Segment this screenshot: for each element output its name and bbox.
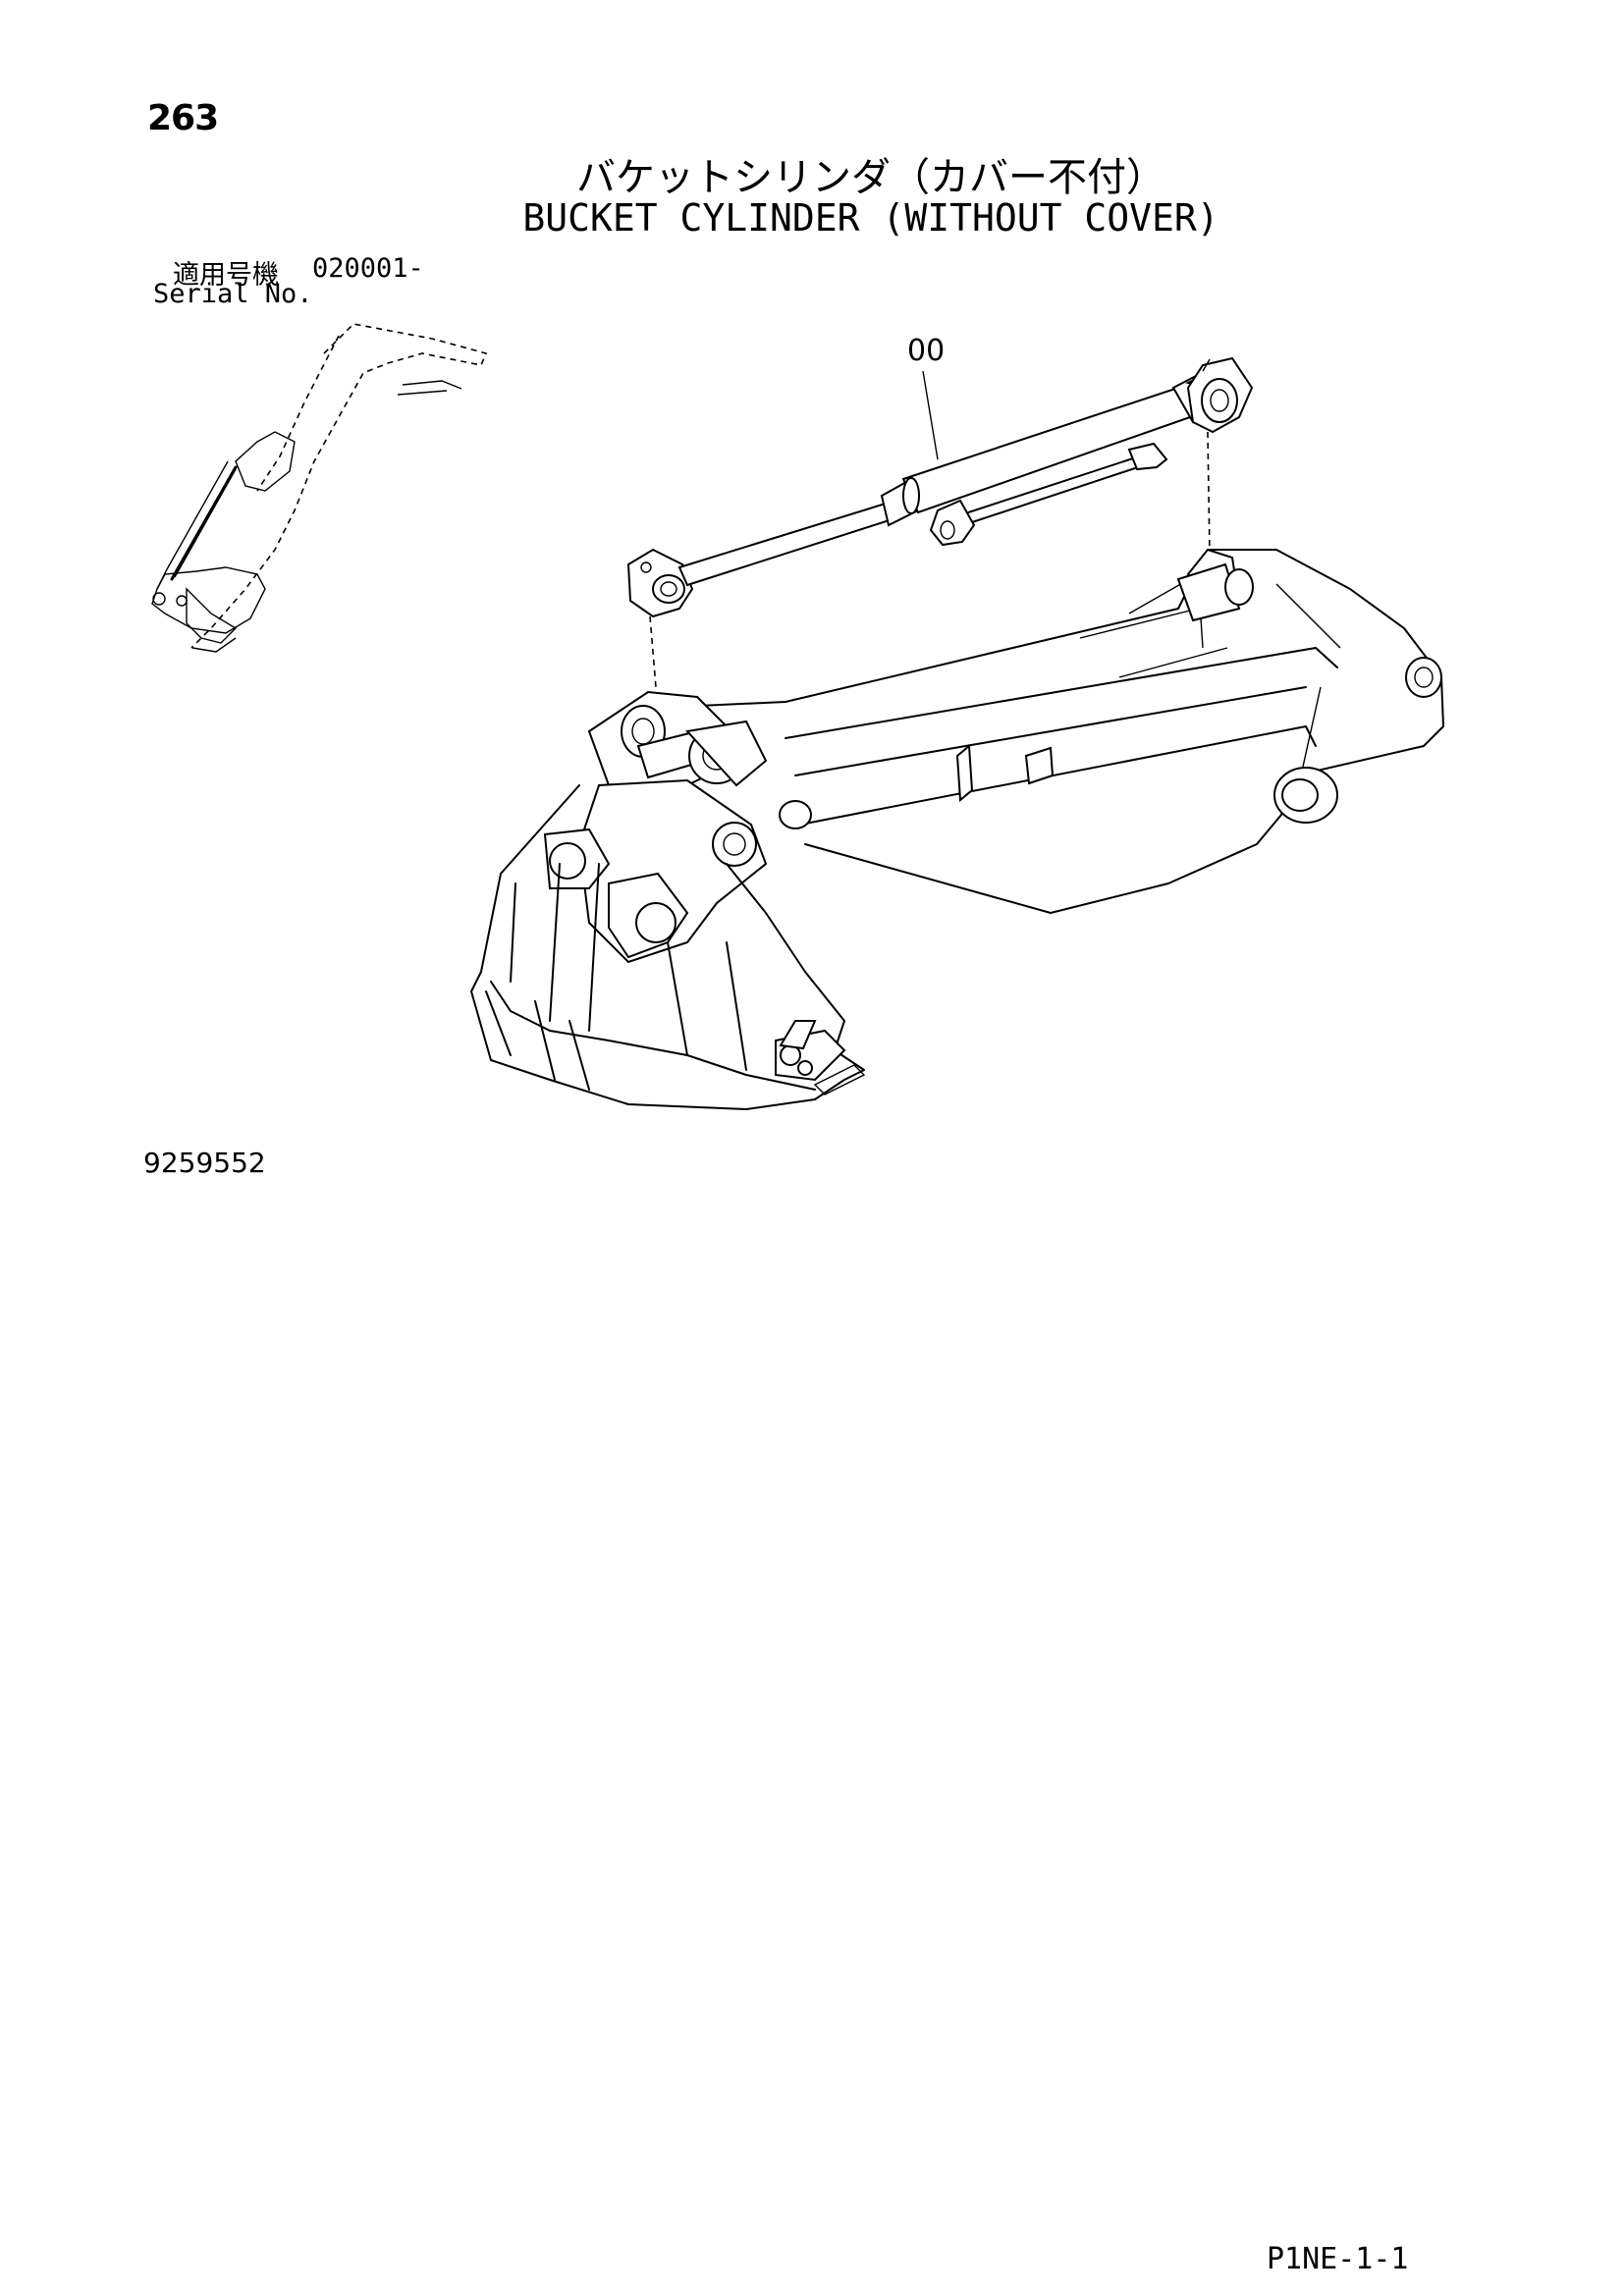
callout-leader-line xyxy=(922,370,939,460)
cylinder-assembly xyxy=(626,356,1254,618)
page-number: 263 xyxy=(147,98,219,138)
arm-structure xyxy=(677,548,1444,914)
part-callout-label: 00 xyxy=(907,334,946,368)
bucket-linkage xyxy=(543,690,812,964)
bucket xyxy=(470,784,866,1110)
serial-label-japanese: 適用号機 xyxy=(173,260,279,291)
page-code: P1NE-1-1 xyxy=(1267,2242,1409,2276)
drawing-number: 9259552 xyxy=(143,1147,266,1179)
serial-number-value: 020001- xyxy=(312,253,424,284)
serial-label-english: Serial No. xyxy=(153,279,313,309)
page-title-japanese: バケットシリンダ（カバー不付） xyxy=(576,155,1165,200)
page-title-english: BUCKET CYLINDER (WITHOUT COVER) xyxy=(522,196,1219,240)
arm-thumbnail-outline xyxy=(151,323,488,653)
